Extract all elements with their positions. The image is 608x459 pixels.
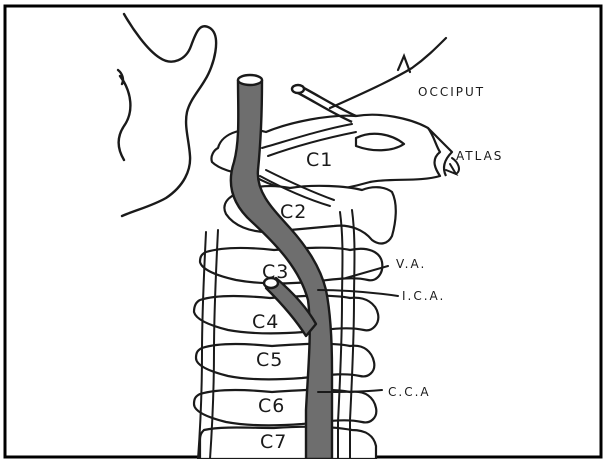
vertebra-label-c5: C5 bbox=[256, 349, 283, 371]
vertebra-c5 bbox=[196, 344, 374, 380]
vertebra-label-c1: C1 bbox=[306, 149, 333, 171]
label-common-carotid: C.C.A bbox=[388, 385, 431, 399]
vertebra-label-c7: C7 bbox=[260, 431, 287, 453]
label-atlas: ATLAS bbox=[456, 149, 503, 163]
vertebra-label-c2: C2 bbox=[280, 201, 307, 223]
vertebra-label-c6: C6 bbox=[258, 395, 285, 417]
label-internal-carotid: I.C.A. bbox=[402, 289, 445, 303]
label-vertebral-artery: V.A. bbox=[396, 257, 426, 271]
label-occiput: OCCIPUT bbox=[418, 85, 485, 99]
vertebra-label-c4: C4 bbox=[252, 311, 279, 333]
vertebra-label-c3: C3 bbox=[262, 261, 289, 283]
